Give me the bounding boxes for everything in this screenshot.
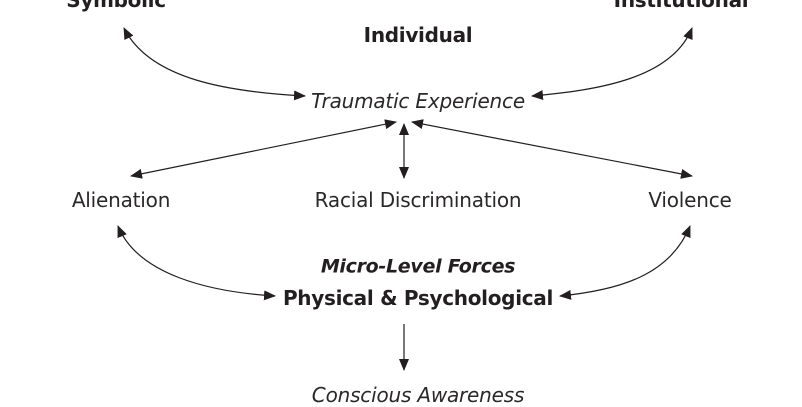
physical-psychological-label: Physical & Psychological (282, 286, 554, 310)
arrow-traumatic-alienation (130, 119, 397, 179)
arrow-traumatic-violence (411, 119, 693, 179)
conscious-awareness-label: Conscious Awareness (311, 383, 525, 407)
arrow-institutional-traumatic (531, 27, 693, 101)
violence-label: Violence (648, 188, 732, 212)
arrow-symbolic-traumatic (123, 27, 306, 101)
arrow-alienation-physical (117, 225, 276, 301)
micro-level-forces-label: Micro-Level Forces (320, 255, 516, 278)
symbolic-label: Symbolic (66, 0, 166, 12)
alienation-label: Alienation (71, 188, 171, 212)
institutional-label: Institutional (613, 0, 749, 12)
arrow-violence-physical (559, 225, 691, 300)
racial-discrimination-label: Racial Discrimination (314, 188, 522, 212)
individual-label: Individual (363, 23, 473, 47)
traumatic-experience-label: Traumatic Experience (311, 89, 525, 113)
